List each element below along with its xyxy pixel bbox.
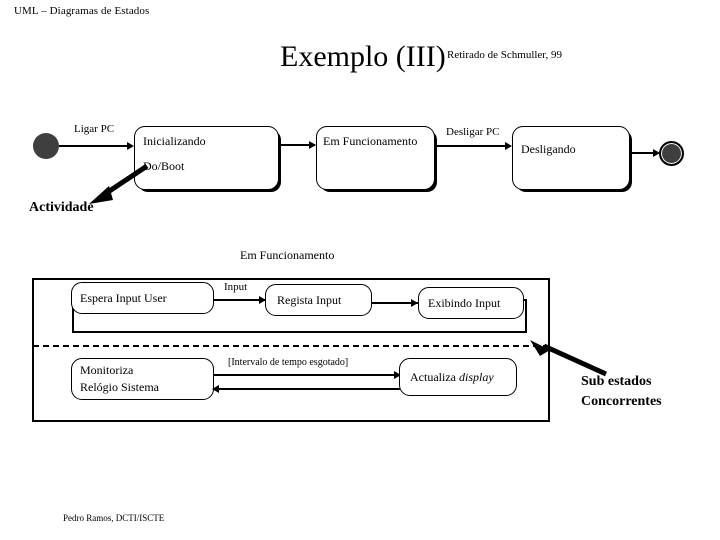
state-actualiza-display-prefix: Actualiza [410, 370, 459, 384]
transition-label-input: Input [224, 281, 248, 293]
state-inicializando-label: Inicializando [143, 134, 206, 148]
state-desligando[interactable]: Desligando [512, 126, 630, 190]
state-regista-input[interactable]: Regista Input [265, 284, 372, 316]
state-inicializando-activity: Do/Boot [143, 159, 185, 173]
loopback-segment-bottom [72, 331, 527, 333]
transition-line-inicializando-to-funcionamento [279, 144, 315, 146]
callout-label-sub-estados-line2: Concorrentes [581, 394, 662, 409]
arrowhead-monitoriza-to-actualiza [394, 371, 401, 379]
initial-state [33, 133, 59, 159]
state-exibindo-input-label: Exibindo Input [428, 296, 501, 310]
concurrent-region-divider [33, 345, 549, 347]
loopback-segment-right [525, 299, 527, 333]
state-em-funcionamento-label: Em Funcionamento [323, 134, 418, 148]
state-monitoriza-label-line2: Relógio Sistema [80, 380, 159, 394]
transition-label-ligar-pc: Ligar PC [74, 123, 115, 135]
callout-arrow-actividade [89, 163, 149, 204]
state-monitoriza-relogio-sistema[interactable]: Monitoriza Relógio Sistema [71, 358, 214, 400]
composite-caption: Em Funcionamento [240, 248, 335, 262]
transition-line-initial-to-inicializando [59, 145, 127, 147]
transition-line-espera-to-regista [214, 299, 266, 301]
guard-label-intervalo-tempo: [Intervalo de tempo esgotado] [228, 357, 349, 368]
arrowhead-inicializando-to-funcionamento [309, 141, 316, 149]
state-actualiza-display-emphasis: display [458, 370, 494, 384]
arrowhead-desligando-to-final [653, 149, 660, 157]
state-actualiza-display[interactable]: Actualiza display [399, 358, 517, 396]
transition-line-actualiza-to-monitoriza [214, 388, 400, 390]
slide-header: UML – Diagramas de Estados [14, 5, 150, 17]
arrowhead-regista-to-exibindo [411, 299, 418, 307]
callout-label-actividade: Actividade [29, 200, 94, 215]
state-regista-input-label: Regista Input [277, 293, 342, 307]
callout-label-sub-estados-line1: Sub estados [581, 374, 652, 389]
title-source-note: Retirado de Schmuller, 99 [447, 49, 563, 61]
state-espera-input-user-label: Espera Input User [80, 291, 167, 305]
arrowhead-espera-to-regista [259, 296, 266, 304]
transition-line-funcionamento-to-desligando [435, 145, 507, 147]
page-title: Exemplo (III) [280, 40, 446, 73]
slide-footer: Pedro Ramos, DCTI/ISCTE [63, 513, 165, 523]
final-state [659, 141, 684, 166]
arrowhead-funcionamento-to-desligando [505, 142, 512, 150]
state-monitoriza-label-line1: Monitoriza [80, 363, 134, 377]
transition-line-monitoriza-to-actualiza [214, 374, 400, 376]
transition-line-regista-to-exibindo [372, 302, 418, 304]
state-inicializando[interactable]: Inicializando Do/Boot [134, 126, 279, 190]
state-desligando-label: Desligando [521, 142, 576, 156]
state-exibindo-input[interactable]: Exibindo Input [418, 287, 524, 319]
transition-line-desligando-to-final [630, 152, 658, 154]
callout-arrow-sub-estados [530, 340, 608, 377]
state-actualiza-display-label: Actualiza display [410, 370, 494, 385]
loopback-segment-left [72, 297, 74, 333]
arrowhead-actualiza-to-monitoriza [212, 385, 219, 393]
state-em-funcionamento[interactable]: Em Funcionamento [316, 126, 435, 190]
transition-label-desligar-pc: Desligar PC [446, 126, 500, 138]
arrowhead-initial-to-inicializando [127, 142, 134, 150]
state-espera-input-user[interactable]: Espera Input User [71, 282, 214, 314]
